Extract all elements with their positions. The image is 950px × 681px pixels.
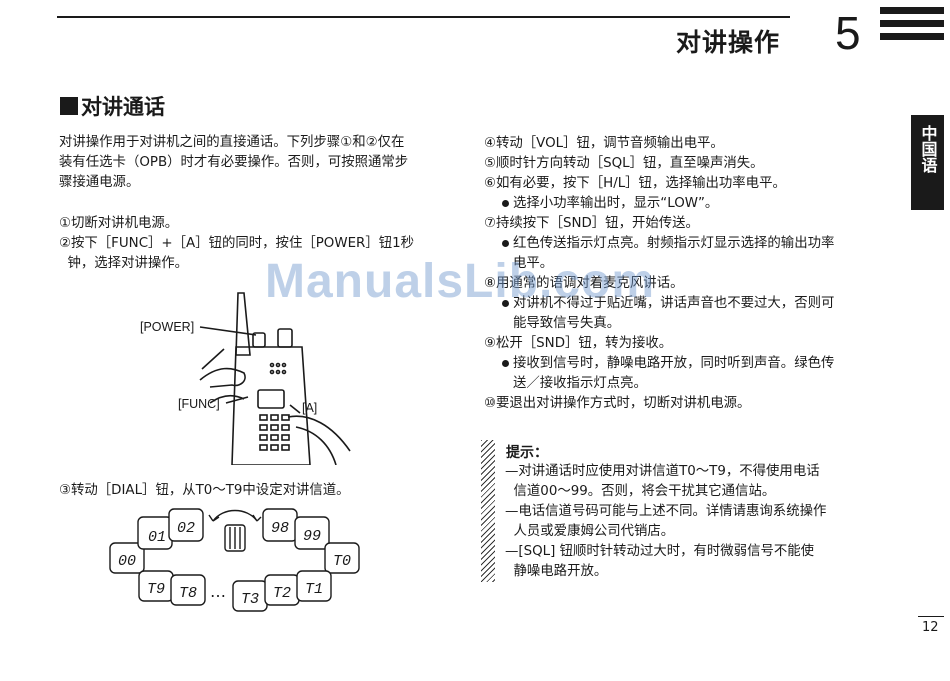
chapter-bar (880, 33, 944, 40)
hint-hatch-decoration (481, 440, 495, 582)
channel-t9: T9 (147, 581, 165, 598)
bullet-icon (502, 359, 509, 367)
channel-t8: T8 (179, 585, 197, 602)
channel-ellipsis: … (210, 582, 226, 601)
func-button-label: [FUNC] (178, 397, 220, 411)
continuation-line: 能导致信号失真。 (513, 316, 621, 331)
step-line: ④转动［VOL］钮，调节音频输出电平。 (484, 136, 724, 151)
intro-paragraph: 对讲操作用于对讲机之间的直接通话。下列步骤①和②仅在 装有任选卡（OPB）时才有… (59, 133, 408, 193)
hint-line: —电话信道号码可能与上述不同。详情请惠询系统操作 (505, 504, 827, 519)
channel-t1: T1 (305, 581, 323, 598)
bullet-line: 红色传送指示灯点亮。射频指示灯显示选择的输出功率 (484, 234, 834, 254)
channel-diagram: 01 02 98 99 00 T0 T9 T8 T3 T2 T1 … (109, 508, 360, 612)
bullet-line: 接收到信号时，静噪电路开放，同时听到声音。绿色传 (484, 354, 834, 374)
section-title-text: 对讲通话 (81, 95, 165, 119)
step3-line: ③转动［DIAL］钮，从T0～T9中设定对讲信道。 (59, 483, 350, 498)
step-line: ⑨松开［SND］钮，转为接收。 (484, 336, 673, 351)
channel-01: 01 (148, 529, 166, 546)
right-steps: ④转动［VOL］钮，调节音频输出电平。 ⑤顺时针方向转动［SQL］钮，直至噪声消… (484, 134, 834, 414)
step-line: ①切断对讲机电源。 (59, 216, 179, 231)
power-button-label: [POWER] (140, 320, 195, 334)
bullet-icon (502, 239, 509, 247)
step-line: ⑥如有必要，按下［H/L］钮，选择输出功率电平。 (484, 176, 786, 191)
bullet-line: 选择小功率输出时，显示“LOW”。 (484, 194, 834, 214)
chapter-number: 5 (835, 7, 861, 59)
step-line: ⑦持续按下［SND］钮，开始传送。 (484, 216, 699, 231)
language-tab-label: 中国语 (918, 125, 938, 173)
watermark: ManualsLib.com (265, 255, 656, 308)
step-line: ⑧用通常的语调对着麦克风讲话。 (484, 276, 684, 291)
page-number-rule (918, 616, 944, 617)
hint-title: 提示： (506, 445, 548, 461)
hint-line: —[SQL] 钮顺时针转动过大时，有时微弱信号不能使 (505, 544, 815, 559)
left-steps: ①切断对讲机电源。 ②按下［FUNC］+［A］钮的同时，按住［POWER］钮1秒… (59, 214, 414, 274)
channel-t2: T2 (273, 585, 291, 602)
section-title: 对讲通话 (60, 91, 165, 121)
channel-t0: T0 (333, 553, 351, 570)
radio-illustration (199, 292, 351, 465)
step-line: ②按下［FUNC］+［A］钮的同时，按住［POWER］钮1秒 (59, 236, 415, 251)
language-tab: 中国语 (911, 115, 944, 210)
a-button-label: [A] (302, 401, 318, 415)
intro-line: 对讲操作用于对讲机之间的直接通话。下列步骤①和②仅在 (59, 135, 405, 150)
chapter-title: 对讲操作 (676, 28, 781, 57)
channel-99: 99 (303, 528, 321, 545)
hint-line: 静噪电路开放。 (505, 564, 608, 579)
hint-line: 信道00～99。否则，将会干扰其它通信站。 (505, 484, 776, 499)
channel-t3: T3 (241, 591, 259, 608)
bullet-icon (502, 199, 509, 207)
channel-98: 98 (271, 520, 289, 537)
continuation-line: 送／接收指示灯点亮。 (513, 376, 647, 391)
chapter-bar (880, 7, 944, 14)
intro-line: 装有任选卡（OPB）时才有必要操作。否则，可按照通常步 (59, 155, 409, 170)
hint-line: 人员或爱康姆公司代销店。 (505, 524, 675, 539)
channel-00: 00 (118, 553, 136, 570)
hint-body: —对讲通话时应使用对讲信道T0～T9，不得使用电话 信道00～99。否则，将会干… (505, 462, 826, 582)
bullet-icon (502, 299, 509, 307)
intro-line: 骤接通电源。 (59, 175, 140, 190)
hint-line: —对讲通话时应使用对讲信道T0～T9，不得使用电话 (505, 464, 820, 479)
continuation-line: 电平。 (513, 256, 554, 271)
step-line: 钟，选择对讲操作。 (59, 256, 189, 271)
bullet-line: 对讲机不得过于贴近嘴，讲话声音也不要过大，否则可 (484, 294, 834, 314)
section-marker-icon (60, 97, 78, 115)
step-line: ⑤顺时针方向转动［SQL］钮，直至噪声消失。 (484, 156, 764, 171)
page-number: 12 (922, 620, 939, 635)
channel-02: 02 (177, 520, 195, 537)
header-rule (57, 16, 790, 18)
step-line: ⑩要退出对讲操作方式时，切断对讲机电源。 (484, 396, 751, 411)
chapter-bar (880, 20, 944, 27)
